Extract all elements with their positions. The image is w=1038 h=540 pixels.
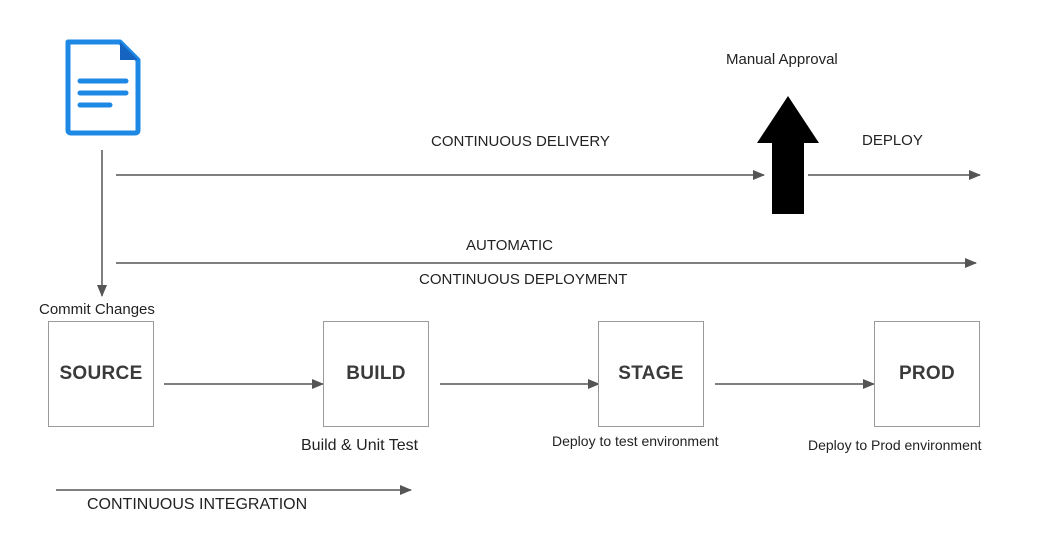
continuous-deployment-label: CONTINUOUS DEPLOYMENT bbox=[419, 271, 628, 288]
deploy-label: DEPLOY bbox=[862, 132, 923, 149]
continuous-integration-label: CONTINUOUS INTEGRATION bbox=[87, 496, 308, 513]
up-arrow-icon bbox=[757, 96, 819, 214]
prod-caption: Deploy to Prod environment bbox=[808, 437, 982, 453]
continuous-delivery-label: CONTINUOUS DELIVERY bbox=[431, 133, 610, 150]
source-stage-box: SOURCE bbox=[48, 321, 154, 427]
source-stage-label: SOURCE bbox=[59, 363, 143, 384]
stage-stage-label: STAGE bbox=[618, 363, 684, 384]
automatic-label: AUTOMATIC bbox=[466, 237, 553, 254]
manual-approval-label: Manual Approval bbox=[726, 51, 838, 68]
stage-stage-box: STAGE bbox=[598, 321, 704, 427]
build-stage-box: BUILD bbox=[323, 321, 429, 427]
prod-stage-box: PROD bbox=[874, 321, 980, 427]
document-icon bbox=[65, 39, 141, 136]
build-caption: Build & Unit Test bbox=[301, 437, 419, 454]
stage-caption: Deploy to test environment bbox=[552, 433, 719, 449]
commit-changes-label: Commit Changes bbox=[39, 301, 155, 318]
build-stage-label: BUILD bbox=[346, 363, 406, 384]
prod-stage-label: PROD bbox=[898, 363, 956, 384]
